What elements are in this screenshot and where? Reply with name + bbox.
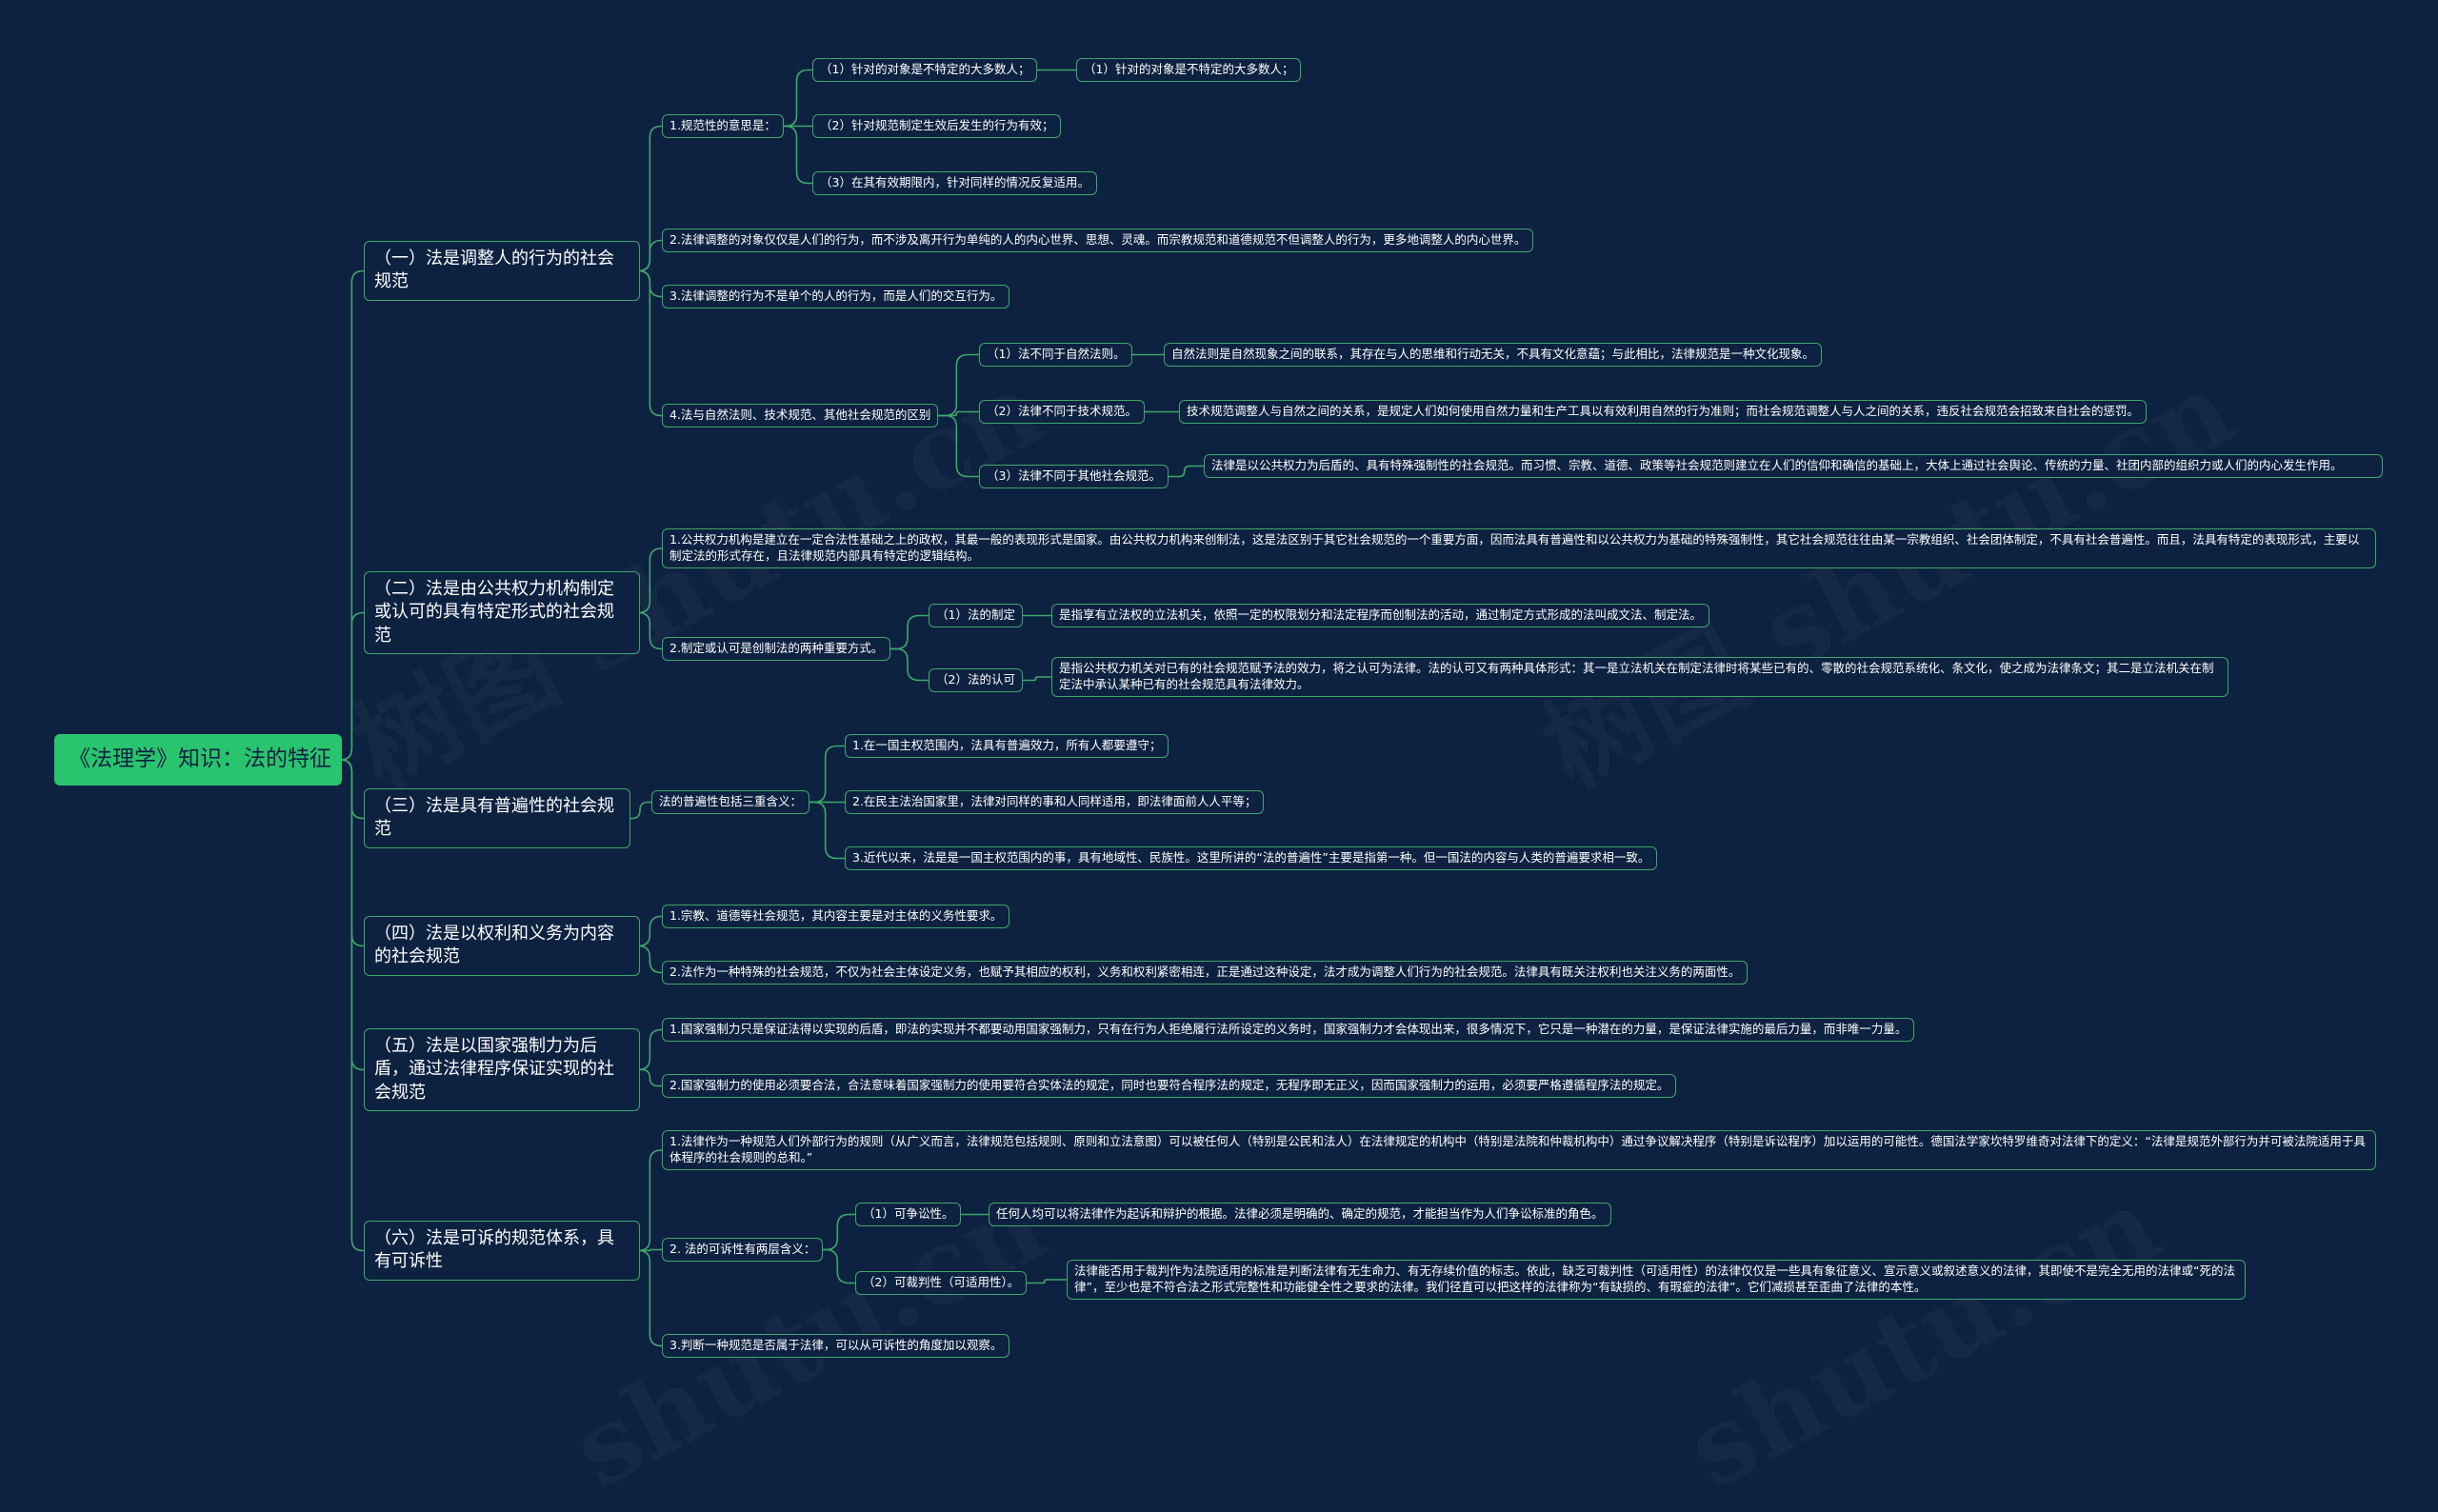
connector-n4-n4a bbox=[638, 915, 662, 947]
connector-root-n2 bbox=[340, 611, 364, 761]
topic-3-item-1-3[interactable]: 3.近代以来，法是是一国主权范围内的事，具有地域性、民族性。这里所讲的“法的普遍… bbox=[845, 846, 1658, 870]
connector-n1-n1d bbox=[638, 269, 662, 417]
topic-4[interactable]: （四）法是以权利和义务为内容的社会规范 bbox=[364, 916, 640, 976]
topic-2-item-2-2[interactable]: （2）法的认可 bbox=[929, 668, 1023, 692]
topic-6-item-2-1-detail[interactable]: 任何人均可以将法律作为起诉和辩护的根据。法律必须是明确的、确定的规范，才能担当作… bbox=[989, 1203, 1611, 1226]
topic-2-item-2-1[interactable]: （1）法的制定 bbox=[929, 604, 1023, 627]
connector-n2-n2a bbox=[638, 547, 662, 614]
topic-1-item-2[interactable]: 2.法律调整的对象仅仅是人们的行为，而不涉及离开行为单纯的人的内心世界、思想、灵… bbox=[662, 229, 1534, 252]
topic-6-item-1[interactable]: 1.法律作为一种规范人们外部行为的规则（从广义而言，法律规范包括规则、原则和立法… bbox=[662, 1130, 2376, 1170]
connector-n1d-n1d2 bbox=[938, 410, 979, 417]
topic-1-item-1-1[interactable]: （1）针对的对象是不特定的大多数人； bbox=[812, 58, 1038, 82]
connector-n1d-n1d3 bbox=[938, 414, 979, 478]
connector-n1a-n1a3 bbox=[784, 125, 812, 185]
connector-n6-n6b bbox=[640, 1248, 662, 1252]
connector-lines bbox=[340, 69, 1204, 1347]
topic-1-item-1[interactable]: 1.规范性的意思是： bbox=[662, 114, 784, 138]
topic-1[interactable]: （一）法是调整人的行为的社会规范 bbox=[364, 241, 640, 301]
topic-6-item-2-1[interactable]: （1）可争讼性。 bbox=[855, 1203, 962, 1226]
topic-2-item-1[interactable]: 1.公共权力机构是建立在一定合法性基础之上的政权，其最一般的表现形式是国家。由公… bbox=[662, 528, 2376, 568]
connector-n2b2-n2b2x bbox=[1023, 676, 1051, 682]
connector-n6b-n6b2 bbox=[823, 1248, 855, 1284]
connector-root-n6 bbox=[340, 759, 364, 1252]
topic-5-item-1[interactable]: 1.国家强制力只是保证法得以实现的后盾，即法的实现并不都要动用国家强制力，只有在… bbox=[662, 1018, 1915, 1042]
connector-n3a-n3a1 bbox=[809, 745, 845, 804]
connector-n1d-n1d1 bbox=[938, 353, 979, 417]
topic-1-item-4-2[interactable]: （2）法律不同于技术规范。 bbox=[979, 400, 1145, 424]
topic-1-item-1-3[interactable]: （3）在其有效期限内，针对同样的情况反复适用。 bbox=[812, 171, 1097, 195]
topic-5[interactable]: （五）法是以国家强制力为后盾，通过法律程序保证实现的社会规范 bbox=[364, 1028, 640, 1111]
topic-1-item-3[interactable]: 3.法律调整的行为不是单个的人的行为，而是人们的交互行为。 bbox=[662, 285, 1010, 308]
topic-1-item-1-2[interactable]: （2）针对规范制定生效后发生的行为有效； bbox=[812, 114, 1062, 138]
topic-1-item-1-1-detail[interactable]: （1）针对的对象是不特定的大多数人； bbox=[1076, 58, 1302, 82]
topic-3-item-1-2[interactable]: 2.在民主法治国家里，法律对同样的事和人同样适用，即法律面前人人平等； bbox=[845, 790, 1265, 814]
topic-6-item-3[interactable]: 3.判断一种规范是否属于法律，可以从可诉性的角度加以观察。 bbox=[662, 1334, 1010, 1358]
topic-1-item-4-1[interactable]: （1）法不同于自然法则。 bbox=[979, 343, 1133, 367]
topic-3-item-1-1[interactable]: 1.在一国主权范围内，法具有普遍效力，所有人都要遵守； bbox=[845, 734, 1169, 758]
topic-6[interactable]: （六）法是可诉的规范体系，具有可诉性 bbox=[364, 1221, 640, 1281]
topic-1-item-4[interactable]: 4.法与自然法则、技术规范、其他社会规范的区别 bbox=[662, 404, 939, 428]
topic-3-item-1[interactable]: 法的普遍性包括三重含义： bbox=[651, 790, 810, 814]
topic-1-item-4-2-detail[interactable]: 技术规范调整人与自然之间的关系，是规定人们如何使用自然力量和生产工具以有效利用自… bbox=[1179, 400, 2148, 424]
topic-4-item-2[interactable]: 2.法作为一种特殊的社会规范，不仅为社会主体设定义务，也赋予其相应的权利，义务和… bbox=[662, 961, 1749, 985]
connector-n1-n1b bbox=[638, 239, 662, 272]
connector-n3-n3a bbox=[630, 801, 651, 820]
topic-5-item-2[interactable]: 2.国家强制力的使用必须要合法，合法意味着国家强制力的使用要符合实体法的规定，同… bbox=[662, 1074, 1677, 1098]
topic-2-item-2-1-detail[interactable]: 是指享有立法权的立法机关，依照一定的权限划分和法定程序而创制法的活动，通过制定方… bbox=[1051, 604, 1710, 627]
connector-n4-n4b bbox=[638, 945, 662, 974]
connector-n2b-n2b1 bbox=[890, 614, 929, 650]
topic-6-item-2-2[interactable]: （2）可裁判性（可适用性）。 bbox=[855, 1271, 1028, 1295]
connector-n6-n6c bbox=[638, 1249, 662, 1347]
connector-n5-n5b bbox=[640, 1068, 662, 1087]
topic-6-item-2-2-detail[interactable]: 法律能否用于裁判作为法院适用的标准是判断法律有无生命力、有无存续价值的标志。依此… bbox=[1067, 1260, 2246, 1300]
topic-1-item-4-3[interactable]: （3）法律不同于其他社会规范。 bbox=[979, 465, 1169, 488]
topic-2-item-2[interactable]: 2.制定或认可是创制法的两种重要方式。 bbox=[662, 637, 891, 661]
topic-4-item-1[interactable]: 1.宗教、道德等社会规范，其内容主要是对主体的义务性要求。 bbox=[662, 905, 1010, 928]
topic-1-item-4-1-detail[interactable]: 自然法则是自然现象之间的联系，其存在与人的思维和行动无关，不具有文化意蕴；与此相… bbox=[1164, 343, 1823, 367]
root-topic[interactable]: 《法理学》知识：法的特征 bbox=[54, 734, 342, 786]
topic-6-item-2[interactable]: 2. 法的可诉性有两层含义： bbox=[662, 1238, 824, 1262]
connector-n6-n6a bbox=[638, 1149, 662, 1252]
connector-n2-n2b bbox=[638, 611, 662, 650]
connector-n5-n5a bbox=[638, 1028, 662, 1071]
connector-n1a-n1a1 bbox=[784, 69, 812, 128]
topic-2[interactable]: （二）法是由公共权力机构制定或认可的具有特定形式的社会规范 bbox=[364, 571, 640, 654]
connector-n6b-n6b1 bbox=[823, 1213, 855, 1251]
topic-2-item-2-2-detail[interactable]: 是指公共权力机关对已有的社会规范赋予法的效力，将之认可为法律。法的认可又有两种具… bbox=[1051, 657, 2228, 697]
connector-n6b2-n6b2x bbox=[1027, 1279, 1067, 1284]
topic-1-item-4-3-detail[interactable]: 法律是以公共权力为后盾的、具有特殊强制性的社会规范。而习惯、宗教、道德、政策等社… bbox=[1204, 454, 2383, 478]
connector-n3a-n3a3 bbox=[809, 801, 845, 860]
connector-n2b-n2b2 bbox=[890, 647, 929, 682]
topic-3[interactable]: （三）法是具有普遍性的社会规范 bbox=[364, 788, 630, 848]
connector-n1d3-n1d3x bbox=[1169, 465, 1204, 478]
